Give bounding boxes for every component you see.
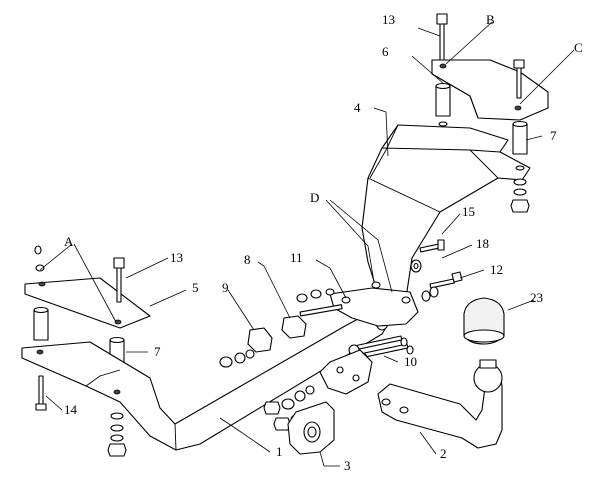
callout-labels: 13 B 6 C 4 7 D 15 18 12 23 8 11 9 10 2 3… [64, 12, 583, 473]
clamp-plate-lower [319, 349, 373, 395]
towball [473, 359, 503, 393]
ball-cover-23 [463, 297, 505, 345]
washer-18 [410, 259, 422, 273]
spacer-tube-7-right [512, 120, 528, 171]
bolt-14 [35, 375, 47, 411]
leader-lines [39, 21, 575, 467]
callout-14: 14 [64, 402, 78, 417]
callout-12: 12 [490, 262, 503, 277]
washer-nut-stack-center [219, 349, 255, 368]
mounting-plate-left [24, 277, 151, 329]
spacer-tube-left [33, 306, 49, 353]
washer-nut-stack-left [107, 412, 127, 457]
spacer-block-9 [247, 327, 273, 353]
socket-bracket-3 [287, 401, 335, 455]
spacer-block-8 [281, 315, 307, 339]
bolt-13-left [113, 257, 125, 303]
callout-1: 1 [276, 444, 283, 459]
callout-6: 6 [382, 44, 389, 59]
callout-7-right: 7 [550, 128, 557, 143]
washer-stack-left-top [34, 245, 45, 272]
callout-9: 9 [222, 280, 229, 295]
bolt-upper-clamp [296, 288, 343, 317]
callout-c: C [574, 40, 583, 55]
callout-11: 11 [290, 250, 303, 265]
callout-4: 4 [354, 100, 361, 115]
callout-5: 5 [192, 280, 199, 295]
callout-b: B [486, 12, 495, 27]
callout-7-left: 7 [154, 344, 161, 359]
bolt-set-10 [348, 335, 414, 364]
clamp-plate-11 [329, 287, 419, 327]
washer-nut-stack-right [510, 178, 530, 213]
callout-a: A [64, 234, 74, 249]
callout-23: 23 [530, 290, 543, 305]
bolt-12 [421, 271, 463, 302]
bolt-15 [419, 239, 445, 253]
callout-d: D [310, 190, 319, 205]
bolt-c-right [513, 59, 525, 99]
callout-18: 18 [476, 236, 489, 251]
spacer-tube-upper [435, 82, 451, 127]
callout-8: 8 [244, 252, 251, 267]
callout-2: 2 [440, 446, 447, 461]
bolt-13-right [436, 13, 448, 61]
callout-13-left: 13 [170, 250, 183, 265]
callout-13-right: 13 [382, 12, 395, 27]
callout-10: 10 [404, 354, 417, 369]
callout-15: 15 [462, 204, 475, 219]
side-bracket-right [361, 124, 531, 301]
callout-3: 3 [344, 458, 351, 473]
